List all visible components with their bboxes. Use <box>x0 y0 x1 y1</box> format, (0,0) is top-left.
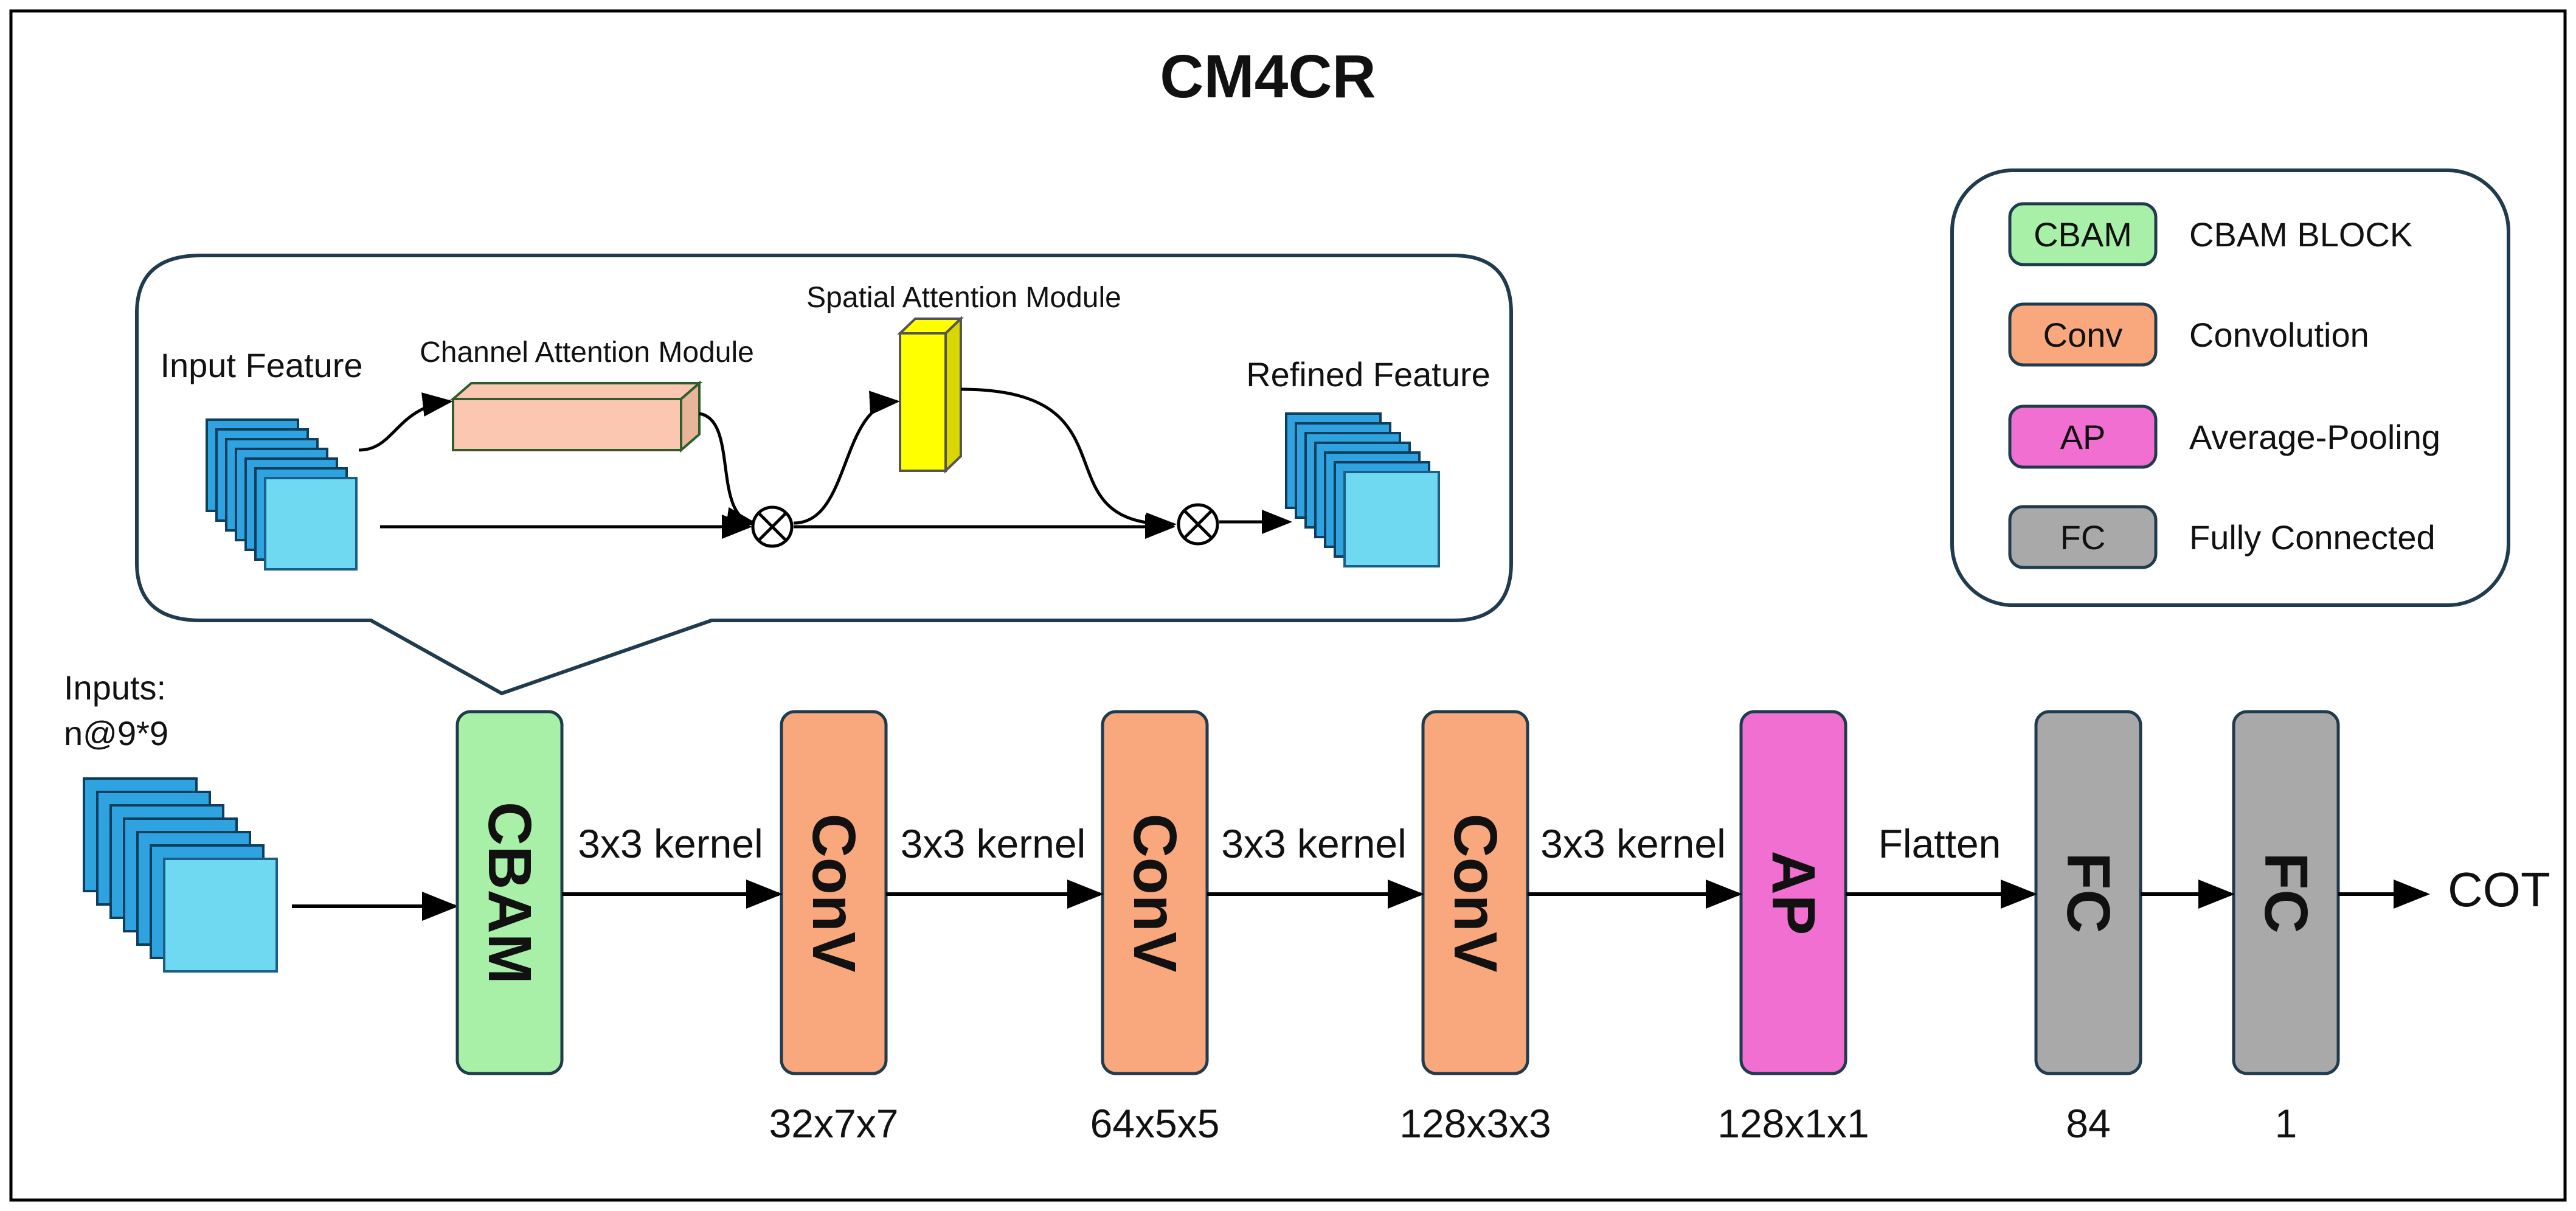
block-conv-4: ConV 128x3x3 <box>1399 710 1551 1146</box>
input-feature-stack <box>206 418 358 571</box>
inputs-label: Inputs: <box>64 668 166 707</box>
inputs-feature-stack <box>83 777 278 973</box>
block-fc-6: FC 84 <box>2034 710 2142 1146</box>
block-output-size: 128x3x3 <box>1399 1101 1551 1146</box>
multiply-operator-2 <box>1177 503 1219 546</box>
block-cbam-1: CBAM <box>455 710 564 1075</box>
legend-key-ap: AP <box>2060 418 2106 456</box>
spatial-attention-label: Spatial Attention Module <box>806 282 1121 314</box>
block-ap-5: AP 128x1x1 <box>1717 710 1869 1146</box>
edge-label: 3x3 kernel <box>1540 821 1726 866</box>
legend-label-cbam: CBAM BLOCK <box>2189 215 2412 254</box>
legend-key-conv: Conv <box>2043 316 2123 354</box>
block-label-conv: ConV <box>1121 813 1189 972</box>
block-label-fc: FC <box>2252 852 2320 933</box>
cbam-detail-callout <box>135 254 1513 696</box>
feature-map-square <box>163 858 278 973</box>
edge-label: 3x3 kernel <box>1221 821 1407 866</box>
block-output-size: 32x7x7 <box>769 1101 899 1146</box>
legend-swatch-conv <box>2008 302 2158 367</box>
output-label: COT <box>2448 862 2550 917</box>
legend-label-fc: Fully Connected <box>2189 518 2436 557</box>
block-fc-7: FC 1 <box>2232 710 2340 1146</box>
block-conv-2: ConV 32x7x7 <box>769 710 899 1146</box>
outer-frame <box>9 9 2567 1202</box>
legend-item-fc: FC Fully Connected <box>2008 505 2436 569</box>
edge-label: 3x3 kernel <box>901 821 1086 866</box>
inputs-shape-label: n@9*9 <box>64 714 168 752</box>
block-label-conv: ConV <box>1441 813 1509 972</box>
refined-feature-stack <box>1285 412 1440 567</box>
block-label-ap: AP <box>1759 851 1827 935</box>
block-output-size: 64x5x5 <box>1090 1101 1220 1146</box>
refined-feature-label: Refined Feature <box>1246 355 1491 394</box>
cbam-detail-contents: Input Feature Channel Attention Module S… <box>160 282 1491 571</box>
block-label-cbam: CBAM <box>476 802 544 984</box>
pipeline: CBAM ConV 32x7x7 ConV 64x5x5 ConV 128x3x3 AP 128… <box>455 710 2550 1146</box>
legend-swatch-cbam <box>2008 202 2158 266</box>
legend-box <box>1950 168 2510 607</box>
feature-map-square <box>1343 471 1440 567</box>
legend-label-ap: Average-Pooling <box>2189 418 2440 456</box>
legend-item-cbam: CBAM CBAM BLOCK <box>2008 202 2412 266</box>
multiply-to-spatial-connector <box>793 390 900 525</box>
feature-map-square <box>264 477 358 571</box>
legend-key-fc: FC <box>2060 518 2106 557</box>
multiply-operator-1 <box>751 505 794 548</box>
legend-key-cbam: CBAM <box>2034 215 2132 254</box>
channel-attention-block <box>449 380 703 453</box>
spatial-to-multiply-connector <box>960 387 1177 537</box>
block-label-fc: FC <box>2054 852 2122 933</box>
channel-attention-label: Channel Attention Module <box>420 336 754 369</box>
spatial-attention-block <box>897 316 964 474</box>
block-output-size: 128x1x1 <box>1717 1101 1869 1146</box>
block-label-conv: ConV <box>800 813 868 972</box>
block-output-size: 1 <box>2275 1101 2297 1146</box>
legend-swatch-ap <box>2008 404 2158 469</box>
input-to-channel-connector <box>358 392 453 452</box>
input-feature-label: Input Feature <box>160 346 362 384</box>
diagram-title: CM4CR <box>1160 43 1376 111</box>
legend-swatch-fc <box>2008 505 2158 569</box>
legend-item-conv: Conv Convolution <box>2008 302 2369 367</box>
block-conv-3: ConV 64x5x5 <box>1090 710 1220 1146</box>
legend-item-ap: AP Average-Pooling <box>2008 404 2440 469</box>
legend-label-conv: Convolution <box>2189 316 2369 354</box>
block-output-size: 84 <box>2066 1101 2110 1146</box>
edge-label: Flatten <box>1878 821 2001 866</box>
edge-label: 3x3 kernel <box>578 821 763 866</box>
